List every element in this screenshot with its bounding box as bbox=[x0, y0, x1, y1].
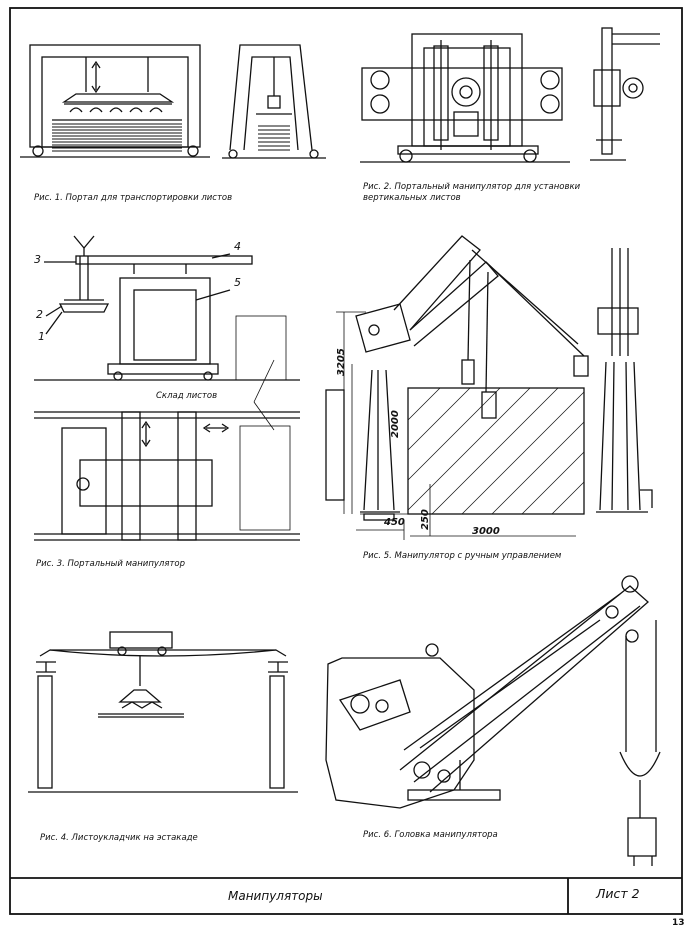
page-number: 13 bbox=[672, 918, 685, 928]
fig3-portal-manipulator-drawing bbox=[34, 235, 300, 541]
fig3-label-2: 2 bbox=[36, 308, 43, 321]
fig5-dim-3000: 3000 bbox=[472, 526, 500, 537]
fig3-caption: Рис. 3. Портальный манипулятор bbox=[36, 559, 186, 569]
fig2-caption: Рис. 2. Портальный манипулятор для устан… bbox=[363, 182, 581, 203]
fig6-caption: Рис. 6. Головка манипулятора bbox=[363, 830, 498, 840]
fig1-portal-drawing bbox=[20, 44, 326, 159]
fig5-dim-2000: 2000 bbox=[390, 410, 401, 438]
sheet-frame bbox=[9, 7, 683, 915]
fig3-label-5: 5 bbox=[234, 276, 241, 289]
fig5-dim-450: 450 bbox=[384, 517, 405, 528]
fig1-caption: Рис. 1. Портал для транспортировки листо… bbox=[34, 193, 233, 203]
fig5-manual-manipulator-drawing bbox=[325, 235, 653, 540]
fig2-vertical-manipulator-drawing bbox=[360, 27, 660, 163]
fig5-dim-250: 250 bbox=[420, 509, 431, 530]
fig3-label-1: 1 bbox=[38, 330, 45, 343]
fig3-label-3: 3 bbox=[34, 253, 41, 266]
fig6-manipulator-head-drawing bbox=[325, 575, 661, 866]
fig3-warehouse-label: Склад листов bbox=[156, 391, 218, 401]
fig3-label-4: 4 bbox=[234, 240, 241, 253]
title-block-sheet: Лист 2 bbox=[596, 886, 640, 901]
fig4-sheet-stacker-drawing bbox=[28, 631, 298, 793]
fig5-dim-3205: 3205 bbox=[336, 348, 347, 376]
fig5-caption: Рис. 5. Манипулятор с ручным управлением bbox=[363, 551, 562, 561]
fig4-caption: Рис. 4. Листоукладчик на эстакаде bbox=[40, 833, 198, 843]
title-block-title: Манипуляторы bbox=[228, 889, 323, 903]
